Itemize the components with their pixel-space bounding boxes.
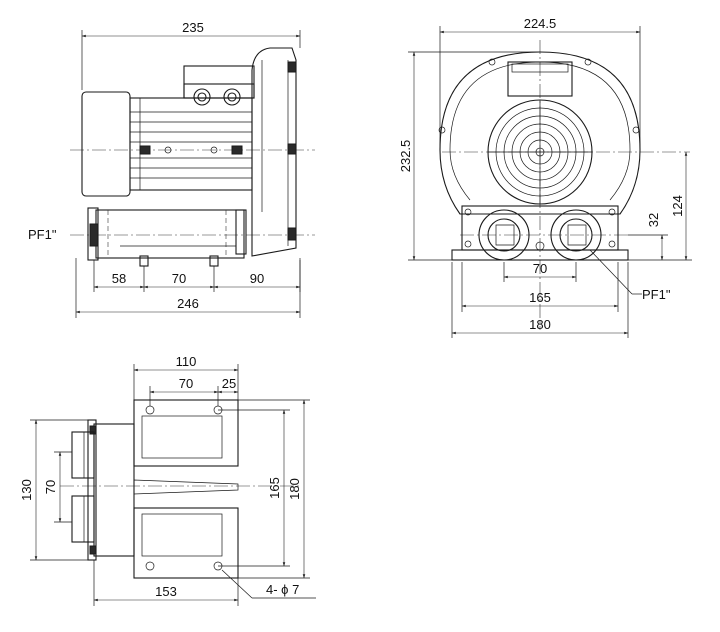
dim-235: 235 bbox=[182, 20, 204, 35]
dim-70-side: 70 bbox=[172, 271, 186, 286]
dim-70-front: 70 bbox=[533, 261, 547, 276]
port-label-front: PF1" bbox=[642, 287, 671, 302]
dim-224-5: 224.5 bbox=[524, 16, 557, 31]
dim-232-5: 232.5 bbox=[398, 140, 413, 173]
dim-32: 32 bbox=[646, 213, 661, 227]
port-label-side: PF1" bbox=[28, 227, 57, 242]
dim-246: 246 bbox=[177, 296, 199, 311]
dim-90: 90 bbox=[250, 271, 264, 286]
hole-callout: 4- ϕ 7 bbox=[266, 582, 299, 597]
dim-124: 124 bbox=[670, 195, 685, 217]
dim-130: 130 bbox=[19, 479, 34, 501]
dim-165-bottom: 165 bbox=[267, 477, 282, 499]
dim-153: 153 bbox=[155, 584, 177, 599]
dim-70-bottom: 70 bbox=[179, 376, 193, 391]
dim-165-front: 165 bbox=[529, 290, 551, 305]
dim-180-bottom: 180 bbox=[287, 478, 302, 500]
dim-180-front: 180 bbox=[529, 317, 551, 332]
dim-25: 25 bbox=[222, 376, 236, 391]
bottom-view: 110 70 25 130 70 165 180 153 bbox=[19, 354, 316, 606]
side-view: 235 246 58 70 90 PF1" bbox=[28, 20, 315, 318]
dim-110: 110 bbox=[176, 354, 197, 369]
front-view: 224.5 232.5 124 32 70 165 180 PF1" bbox=[398, 16, 692, 338]
dim-58: 58 bbox=[112, 271, 126, 286]
dim-70-left: 70 bbox=[43, 480, 58, 494]
